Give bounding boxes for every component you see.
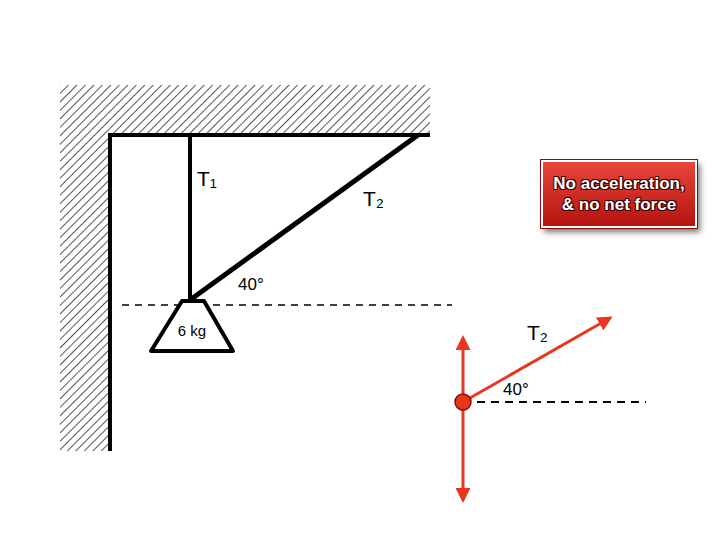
angle-label: 40° [237, 276, 265, 293]
mass-block: 6 kg [148, 298, 236, 354]
tension-label: T₂ [526, 322, 549, 343]
mass-label: 6 kg [178, 298, 206, 354]
tension-label: T₂ [362, 188, 385, 209]
callout-text: No acceleration, & no net force [551, 173, 687, 216]
rope-t1 [188, 135, 192, 300]
angle-label: 40° [502, 381, 530, 398]
ceiling-and-wall [60, 85, 430, 451]
free-body-diagram [455, 318, 646, 500]
rope-t2 [190, 135, 418, 300]
tension-label: T₁ [196, 168, 218, 189]
callout-badge: No acceleration, & no net force [541, 160, 697, 228]
dashed-horizontal [122, 304, 452, 306]
